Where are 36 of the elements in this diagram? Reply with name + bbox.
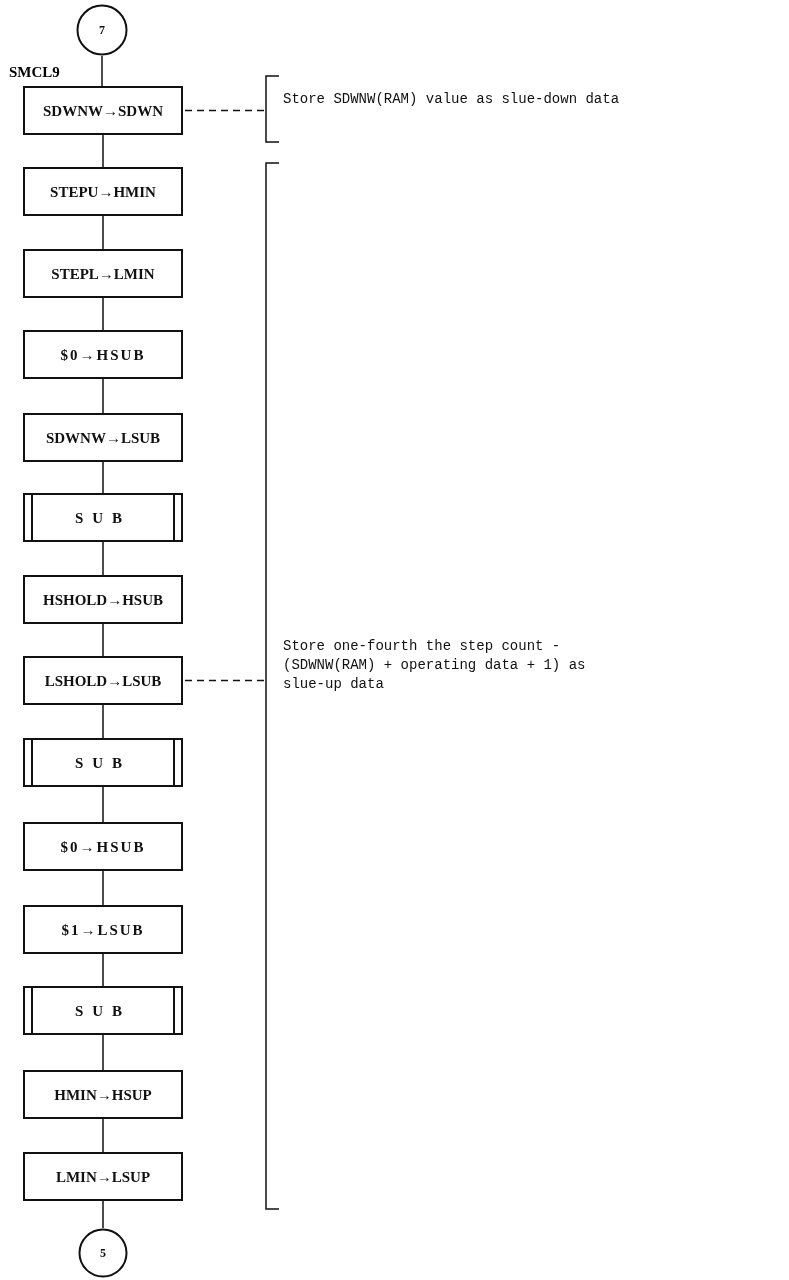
step-text: LMIN→LSUP bbox=[54, 1168, 152, 1185]
flow-line bbox=[102, 870, 104, 906]
connector-number: 5 bbox=[99, 1245, 107, 1261]
step-text: $1→LSUB bbox=[60, 921, 146, 938]
step-text: STEPU→HMIN bbox=[49, 183, 157, 200]
step-text: HMIN→HSUP bbox=[53, 1086, 153, 1103]
flow-line bbox=[102, 134, 104, 168]
flow-line bbox=[102, 541, 104, 576]
step-text: LSHOLD→LSUB bbox=[43, 672, 163, 689]
dashed-leader-line bbox=[184, 109, 266, 112]
annotation-text: Store SDWNW(RAM) value as slue-down data bbox=[283, 90, 621, 109]
flow-line bbox=[102, 786, 104, 823]
flow-line bbox=[102, 1118, 104, 1153]
step-text: HSHOLD→HSUB bbox=[42, 591, 164, 608]
flow-line bbox=[101, 55, 103, 87]
step-text: SUB bbox=[73, 509, 133, 526]
flow-line bbox=[102, 1034, 104, 1071]
dashed-leader-line bbox=[184, 679, 266, 682]
step-text: SDWNW→SDWN bbox=[42, 102, 164, 119]
flow-line bbox=[102, 461, 104, 494]
step-text: STEPL→LMIN bbox=[50, 265, 156, 282]
step-text: SUB bbox=[73, 754, 133, 771]
flow-line bbox=[102, 953, 104, 987]
flow-line bbox=[102, 1200, 104, 1229]
flow-line bbox=[102, 378, 104, 414]
annotation-text: Store one-fourth the step count - (SDWNW(RAM) + operating data + 1) as slue-up data bbox=[283, 637, 587, 694]
step-label: SMCL9 bbox=[9, 64, 60, 81]
step-text: SUB bbox=[73, 1002, 133, 1019]
flow-line bbox=[102, 704, 104, 739]
flow-line bbox=[102, 215, 104, 250]
connector-number: 7 bbox=[98, 22, 106, 38]
step-text: $0→HSUB bbox=[59, 838, 147, 855]
flow-line bbox=[102, 623, 104, 657]
step-text: $0→HSUB bbox=[59, 346, 147, 363]
flow-line bbox=[102, 297, 104, 331]
step-text: SDWNW→LSUB bbox=[44, 429, 162, 446]
